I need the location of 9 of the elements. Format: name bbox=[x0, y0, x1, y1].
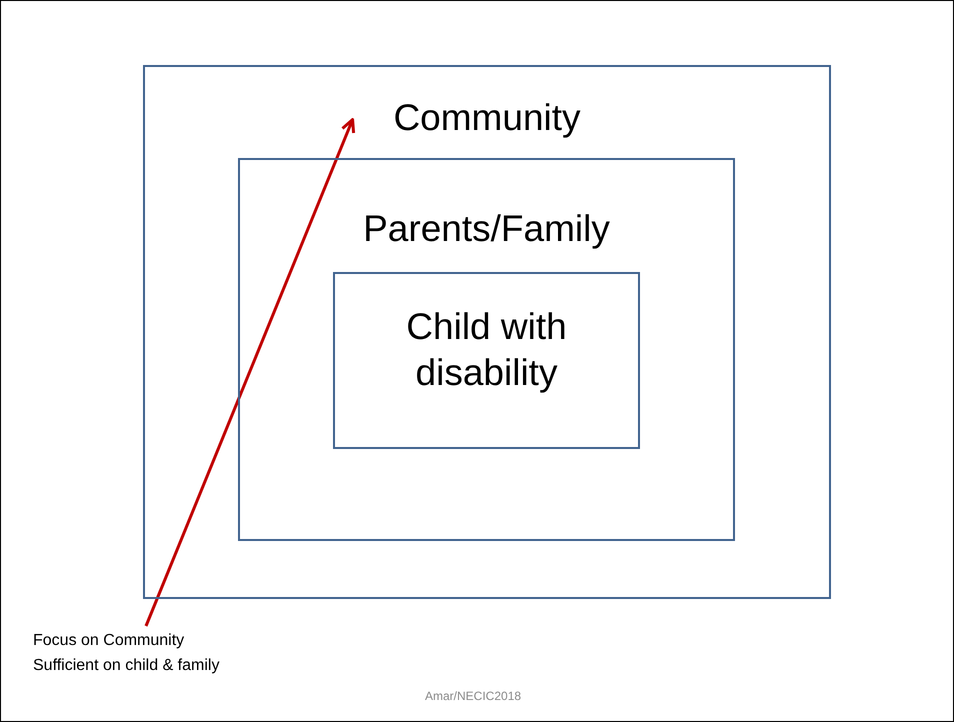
box-heading: Community bbox=[393, 96, 581, 140]
note-text: Focus on Community Sufficient on child & family bbox=[33, 631, 220, 676]
box-heading: Child with disability bbox=[405, 305, 568, 396]
middle-box bbox=[238, 158, 735, 541]
outer-box bbox=[143, 65, 831, 599]
inner-box bbox=[333, 272, 640, 449]
footer-credit: Amar/NECIC2018 bbox=[425, 689, 522, 703]
box-heading: Parents/Family bbox=[363, 207, 610, 251]
arrow bbox=[144, 118, 356, 627]
